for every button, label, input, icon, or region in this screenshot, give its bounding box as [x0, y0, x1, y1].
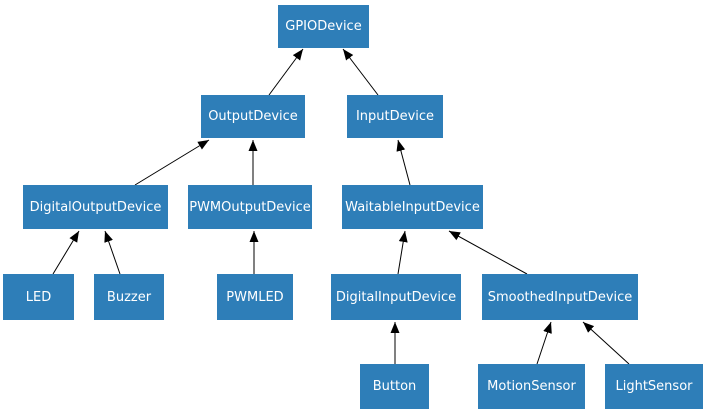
edge-smoothedinputdevice-to-waitableinputdevice: [448, 230, 528, 275]
edge-led-to-digitaloutputdevice: [52, 230, 80, 275]
edge-digitaloutputdevice-to-outputdevice: [134, 139, 210, 186]
class-node-motionsensor: MotionSensor: [478, 364, 585, 409]
class-node-digitalinputdevice: DigitalInputDevice: [331, 274, 461, 320]
class-node-label: WaitableInputDevice: [345, 199, 480, 215]
edge-inputdevice-to-gpiodevice: [342, 48, 379, 96]
class-node-lightsensor: LightSensor: [605, 364, 703, 409]
edge-outputdevice-to-gpiodevice: [268, 48, 304, 96]
edge-lightsensor-to-smoothedinputdevice: [582, 321, 630, 365]
edge-digitalinputdevice-to-waitableinputdevice: [397, 230, 408, 275]
class-node-outputdevice: OutputDevice: [201, 95, 305, 138]
class-node-label: LED: [25, 289, 52, 305]
class-node-button: Button: [360, 364, 429, 409]
class-node-smoothedinputdevice: SmoothedInputDevice: [482, 274, 638, 320]
class-node-pwmoutputdevice: PWMOutputDevice: [188, 185, 312, 229]
class-node-label: Buzzer: [106, 289, 152, 305]
class-node-label: PWMLED: [226, 289, 284, 305]
class-node-led: LED: [3, 274, 74, 320]
class-node-gpiodevice: GPIODevice: [278, 5, 369, 48]
class-node-label: PWMOutputDevice: [189, 199, 311, 215]
edge-buzzer-to-digitaloutputdevice: [104, 230, 121, 275]
class-node-label: InputDevice: [355, 109, 435, 124]
class-node-waitableinputdevice: WaitableInputDevice: [342, 185, 483, 229]
class-node-label: LightSensor: [615, 379, 693, 394]
class-node-digitaloutputdevice: DigitalOutputDevice: [23, 185, 168, 229]
class-node-label: DigitalOutputDevice: [29, 199, 162, 215]
class-node-buzzer: Buzzer: [94, 274, 164, 320]
class-node-label: OutputDevice: [208, 109, 298, 124]
class-node-label: SmoothedInputDevice: [487, 289, 633, 305]
class-node-label: Button: [372, 379, 417, 394]
edge-waitableinputdevice-to-inputdevice: [396, 139, 411, 186]
class-node-inputdevice: InputDevice: [347, 95, 443, 138]
class-node-label: DigitalInputDevice: [335, 289, 457, 305]
edge-motionsensor-to-smoothedinputdevice: [536, 321, 552, 365]
class-node-label: MotionSensor: [487, 379, 576, 394]
class-node-pwmled: PWMLED: [217, 274, 293, 320]
class-node-label: GPIODevice: [285, 19, 362, 34]
